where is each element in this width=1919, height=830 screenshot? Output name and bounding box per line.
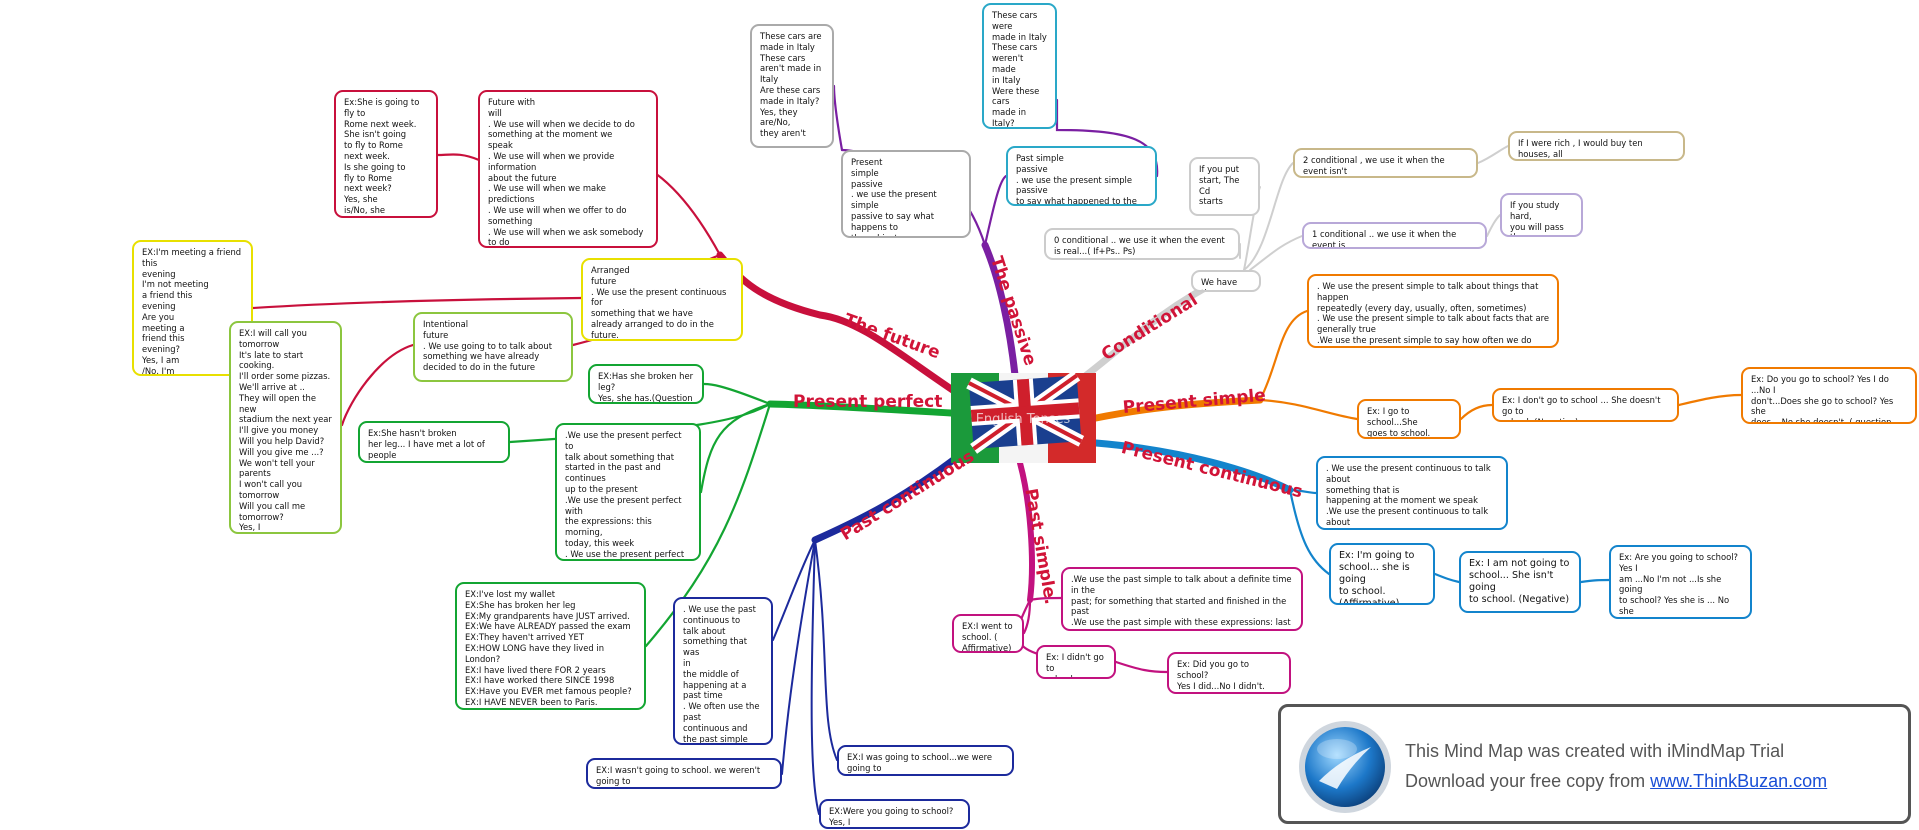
branch-line-present-simple-1 (1258, 309, 1309, 402)
branch-line-present-continuous (1092, 439, 1294, 494)
node-passive-present-example[interactable]: These cars are made in Italy These cars … (750, 24, 834, 148)
node-future-will[interactable]: Future with will . We use will when we d… (478, 90, 658, 248)
node-continuous-negative[interactable]: Ex: I am not going to school... She isn'… (1459, 551, 1581, 613)
branch-label-present-perfect[interactable]: Present perfect (793, 392, 943, 412)
node-past-simple-uses[interactable]: .We use the past simple to talk about a … (1061, 567, 1303, 631)
node-past-continuous-negative[interactable]: EX:I wasn't going to school. we weren't … (586, 758, 782, 789)
node-conditional-second[interactable]: 2 conditional , we use it when the event… (1293, 148, 1478, 178)
branch-line-future-7 (340, 343, 415, 427)
branch-line-past-continuous-3 (781, 539, 816, 775)
node-future-arranged[interactable]: Arranged future . We use the present con… (581, 258, 743, 341)
node-continuous-uses[interactable]: . We use the present continuous to talk … (1316, 456, 1508, 530)
branch-line-present-continuous-4 (1579, 578, 1611, 584)
branch-line-passive-4 (983, 174, 1008, 247)
branch-line-conditional-4 (1486, 214, 1501, 237)
node-future-intentional[interactable]: Intentional future . We use going to to … (413, 312, 573, 382)
watermark-download-text: Download your free copy from www.ThinkBu… (1405, 771, 1827, 792)
node-perfect-negative[interactable]: Ex:She hasn't broken her leg... I have m… (358, 421, 510, 463)
node-past-continuous-question[interactable]: EX:Were you going to school? Yes, I was.… (819, 799, 970, 829)
node-conditional-second-example[interactable]: If I were rich , I would buy ten houses,… (1508, 131, 1685, 161)
branch-line-present-simple-4 (1677, 393, 1743, 407)
flag-image: English Tenses (951, 370, 1096, 463)
branch-line-conditional-2 (1477, 145, 1509, 164)
branch-line-present-continuous-3 (1433, 572, 1461, 584)
node-present-simple-uses[interactable]: . We use the present simple to talk abou… (1307, 274, 1559, 348)
branch-line-past-continuous-1 (772, 539, 816, 641)
branch-line-future (716, 251, 964, 399)
branch-line-present-continuous-1 (1288, 488, 1318, 495)
branch-line-passive-3 (832, 84, 844, 152)
node-conditional-first-example[interactable]: If you study hard, you will pass the exa… (1500, 193, 1583, 237)
thinkbuzan-link[interactable]: www.ThinkBuzan.com (1650, 771, 1828, 791)
branch-line-past-continuous-2 (814, 539, 838, 761)
central-topic[interactable]: English Tenses (951, 370, 1096, 463)
node-past-simple-negative[interactable]: Ex: I didn't go to school. (Negative) (1036, 645, 1116, 679)
node-conditional-put[interactable]: If you put start, The Cd starts (1189, 157, 1260, 216)
branch-line-past-simple-1 (1028, 596, 1063, 602)
node-past-continuous-uses[interactable]: . We use the past continuous to talk abo… (673, 597, 773, 745)
branch-line-present-perfect (766, 400, 955, 417)
trial-watermark: This Mind Map was created with iMindMap … (1278, 704, 1911, 824)
node-present-simple-question[interactable]: Ex: Do you go to school? Yes I do ...No … (1741, 367, 1917, 424)
node-future-continuous-example[interactable]: EX:I'm meeting a friend this evening I'm… (132, 240, 253, 376)
branch-line-future-5 (251, 296, 583, 310)
branch-line-past-continuous-4 (810, 539, 820, 815)
node-conditional-we-have[interactable]: We have the: (1191, 270, 1261, 292)
node-past-simple-question[interactable]: Ex: Did you go to school? Yes I did...No… (1167, 652, 1291, 694)
imindmap-logo-icon (1299, 721, 1391, 813)
node-passive-past[interactable]: Past simple passive . we use the present… (1006, 146, 1157, 206)
node-conditional-zero[interactable]: 0 conditional .. we use it when the even… (1044, 228, 1240, 260)
branch-line-present-perfect-1 (702, 382, 772, 406)
node-future-will-examples[interactable]: EX:I will call you tomorrow It's late to… (229, 321, 342, 534)
branch-line-present-perfect-4 (644, 402, 772, 648)
branch-line-present-continuous-2 (1288, 488, 1331, 576)
watermark-download-prefix: Download your free copy from (1405, 771, 1651, 791)
branch-line-present-simple-3 (1459, 403, 1494, 421)
node-continuous-question[interactable]: Ex: Are you going to school?Yes I am ...… (1609, 545, 1752, 619)
branch-line-present-simple-2 (1258, 398, 1359, 421)
node-perfect-question[interactable]: EX:Has she broken her leg? Yes, she has.… (588, 364, 704, 404)
branch-line-past-continuous (811, 454, 960, 544)
node-passive-present[interactable]: Present simple passive . we use the pres… (841, 150, 971, 238)
branch-line-conditional-3 (1249, 235, 1303, 271)
branch-line-past-simple-2 (1022, 598, 1032, 635)
branch-line-present-simple (1092, 396, 1264, 422)
branch-line-conditional-1 (1243, 162, 1294, 271)
node-present-simple-affirmative[interactable]: Ex: I go to school...She goes to school.… (1357, 399, 1461, 439)
node-future-going-to-example[interactable]: Ex:She is going to fly to Rome next week… (334, 90, 438, 218)
central-topic-label: English Tenses (976, 412, 1071, 427)
branch-line-past-simple (1017, 460, 1035, 603)
node-passive-past-example[interactable]: These cars were made in Italy These cars… (982, 3, 1057, 129)
node-past-simple-affirmative[interactable]: EX:I went to school. ( Affirmative) (952, 614, 1024, 653)
branch-line-future-3 (436, 153, 481, 162)
node-conditional-first[interactable]: 1 conditional .. we use it when the even… (1302, 222, 1487, 249)
node-perfect-examples[interactable]: EX:I've lost my wallet EX:She has broken… (455, 582, 646, 710)
node-perfect-uses[interactable]: .We use the present perfect to talk abou… (555, 423, 701, 561)
node-continuous-affirmative[interactable]: Ex: I'm going to school... she is going … (1329, 543, 1435, 605)
branch-line-passive (981, 241, 1019, 379)
watermark-text: This Mind Map was created with iMindMap … (1405, 741, 1785, 761)
branch-line-past-simple-4 (1114, 660, 1169, 674)
node-present-simple-negative[interactable]: Ex: I don't go to school ... She doesn't… (1492, 388, 1679, 422)
branch-line-present-perfect-2 (699, 402, 772, 494)
node-past-continuous-affirmative[interactable]: EX:I was going to school...we were going… (837, 745, 1014, 776)
